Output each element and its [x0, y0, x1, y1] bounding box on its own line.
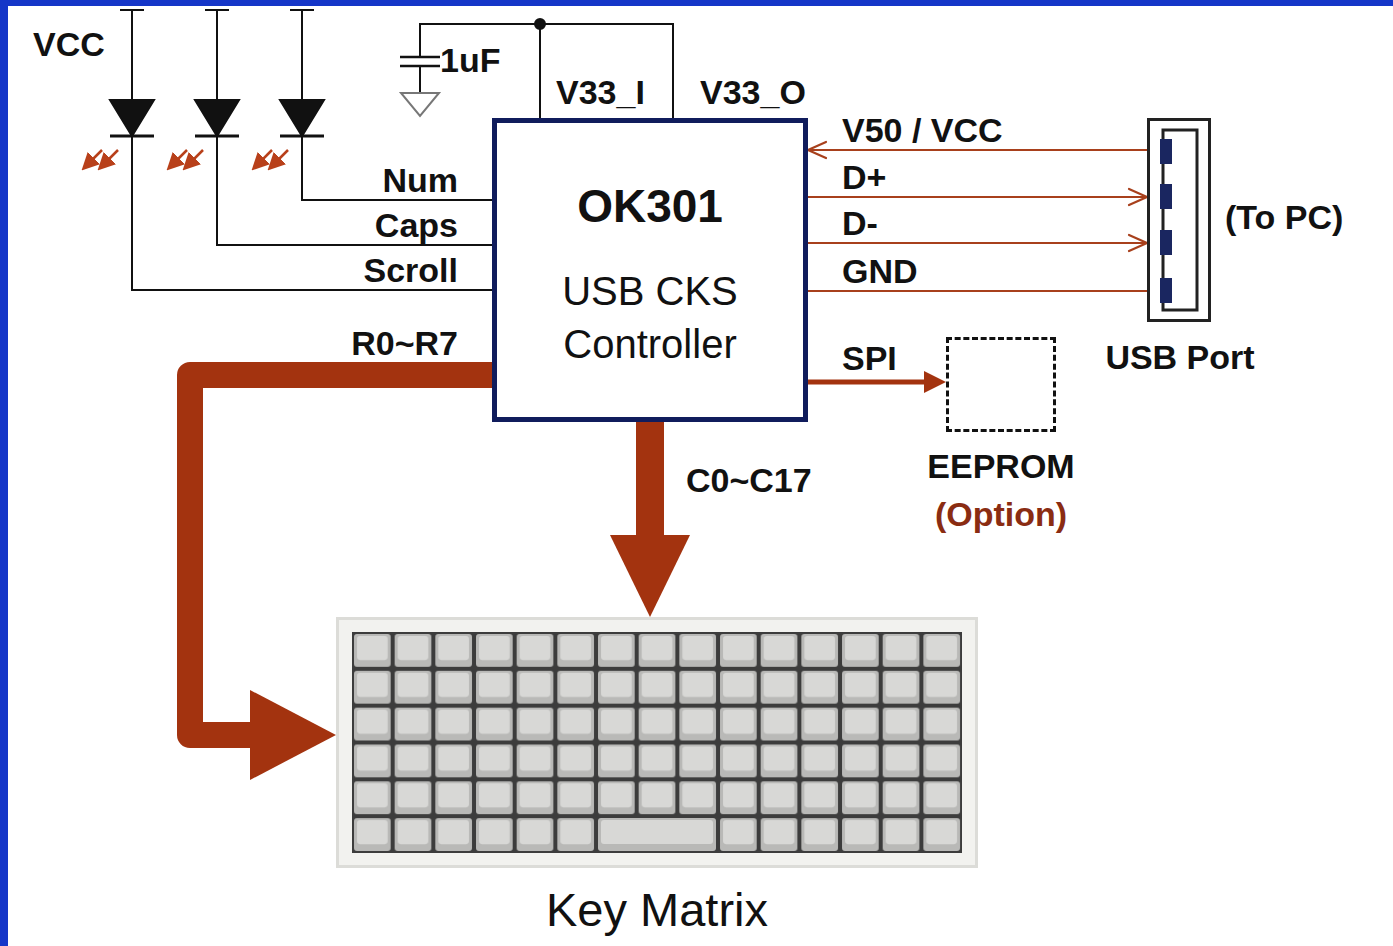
emission-arrow — [185, 150, 203, 168]
emission-arrow — [169, 150, 187, 168]
arrowhead — [610, 535, 690, 617]
chip-name: OK301 — [577, 181, 723, 232]
space-key — [598, 818, 716, 851]
led-circuit — [110, 10, 492, 290]
wire — [217, 136, 492, 245]
port-label: USB Port — [1105, 340, 1254, 374]
diode-symbol — [110, 100, 154, 136]
signal-name: Caps — [375, 208, 458, 242]
signal-label: GND — [842, 254, 918, 288]
signal-label: R0~R7 — [351, 326, 458, 360]
arrowhead — [924, 371, 946, 393]
connector-line — [808, 380, 926, 385]
row-bus — [190, 375, 492, 780]
wire — [539, 24, 541, 118]
eeprom-box: EEPROM(Option) — [946, 337, 1056, 432]
wire — [419, 66, 421, 93]
wire — [301, 10, 303, 100]
signal-label: SPI — [842, 341, 897, 375]
emission-arrow — [270, 150, 288, 168]
signal-name: Scroll — [364, 253, 458, 287]
signal-label: D- — [842, 206, 878, 240]
emission-arrow — [254, 150, 272, 168]
key-matrix-label: Key Matrix — [546, 886, 768, 933]
wire — [302, 136, 492, 200]
wire — [420, 24, 673, 118]
capacitor-plate — [400, 56, 440, 59]
controller-box: OK301USB CKS Controller — [492, 118, 808, 422]
port-pin — [1160, 230, 1172, 255]
junction-dot — [535, 19, 545, 29]
connector-line — [808, 196, 1147, 198]
ground-wire — [808, 291, 1147, 292]
keyboard-base — [596, 816, 718, 853]
signal-label: C0~C17 — [686, 463, 812, 497]
diode-symbol — [195, 100, 239, 136]
signal-label: V50 / VCC — [842, 113, 1003, 147]
connector-line — [808, 242, 1147, 244]
arrowhead — [1129, 189, 1147, 205]
port-note: (To PC) — [1225, 200, 1343, 234]
connector-line — [636, 422, 664, 537]
connector-line — [808, 149, 1147, 151]
keyboard-illustration — [336, 617, 978, 868]
pin-name: V33_I — [556, 75, 645, 109]
capacitor-circuit — [400, 19, 673, 118]
frame-band — [0, 0, 1393, 6]
port-pin — [1160, 278, 1172, 303]
chip-description: USB CKS Controller — [525, 265, 775, 371]
arrowhead — [808, 142, 826, 158]
emission-arrow — [84, 150, 102, 168]
usb-port: (To PC)USB Port — [1147, 118, 1211, 322]
keyboard-frame — [336, 617, 978, 868]
wire — [132, 136, 492, 290]
port-pin — [1160, 184, 1172, 209]
arrowhead — [1129, 235, 1147, 251]
usb-port-drawing — [1160, 130, 1197, 310]
eeprom-label: EEPROM — [927, 449, 1074, 483]
frame-band — [0, 0, 8, 946]
option-note: (Option) — [935, 497, 1067, 531]
wire — [131, 10, 133, 100]
wire — [216, 10, 218, 100]
ground-symbol — [401, 93, 439, 116]
pin-name: V33_O — [700, 75, 806, 109]
signal-label: D+ — [842, 160, 886, 194]
port-pin — [1160, 139, 1172, 164]
connector-line — [190, 375, 492, 735]
emission-arrow — [100, 150, 118, 168]
diode-symbol — [280, 100, 324, 136]
connector-line — [808, 290, 1147, 292]
keycaps — [352, 632, 962, 853]
supply-label: VCC — [33, 27, 105, 61]
key-matrix: Key Matrix — [336, 617, 978, 868]
column-bus — [610, 422, 690, 617]
keyboard-base — [352, 632, 962, 853]
capacitor-value: 1uF — [440, 43, 500, 77]
space-key-top — [601, 820, 713, 844]
light-emission — [84, 150, 288, 168]
signal-name: Num — [382, 163, 458, 197]
arrowhead — [250, 690, 336, 780]
